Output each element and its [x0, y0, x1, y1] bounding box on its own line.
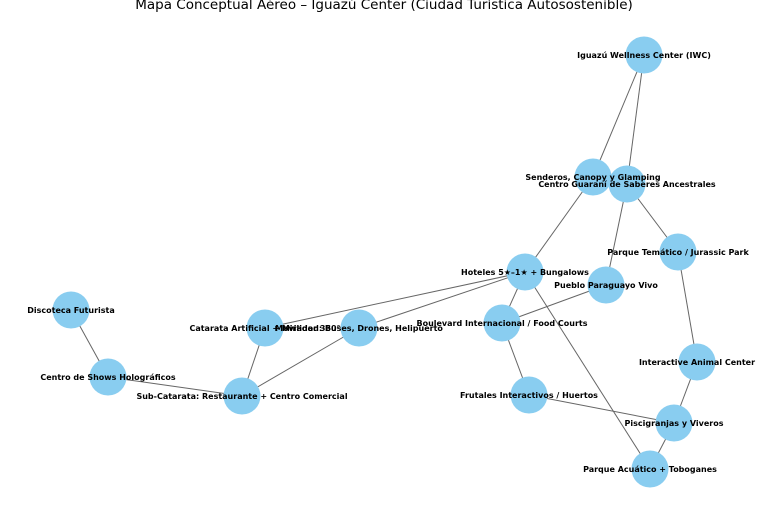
- node-label-frutales: Frutales Interactivos / Huertos: [460, 391, 598, 400]
- nodes-layer: [52, 36, 716, 488]
- node-label-movilidad: Movilidad: Buses, Drones, Helipuerto: [275, 324, 443, 333]
- edges-layer: [70, 54, 698, 470]
- node-movilidad: [340, 309, 378, 347]
- node-label-parque-tematico: Parque Temático / Jurassic Park: [607, 248, 749, 257]
- edge-iwc-guarani: [626, 54, 645, 185]
- node-boulevard: [483, 304, 521, 342]
- node-iwc: [625, 36, 663, 74]
- node-acuatico: [631, 450, 669, 488]
- node-label-pueblo: Pueblo Paraguayo Vivo: [554, 281, 658, 290]
- edge-shows-subcatarata: [107, 376, 243, 397]
- node-label-hoteles: Hoteles 5★–1★ + Bungalows: [461, 268, 589, 277]
- node-label-shows: Centro de Shows Holográficos: [40, 373, 176, 382]
- edge-hoteles-catarata: [264, 271, 526, 329]
- node-label-boulevard: Boulevard Internacional / Food Courts: [416, 319, 587, 328]
- node-guarani: [608, 165, 646, 203]
- node-catarata: [246, 309, 284, 347]
- node-hoteles: [506, 253, 544, 291]
- node-pueblo: [587, 266, 625, 304]
- edge-iwc-senderos: [592, 54, 645, 178]
- node-label-acuatico: Parque Acuático + Toboganes: [583, 465, 717, 474]
- node-label-piscigranjas: Piscigranjas y Viveros: [625, 419, 724, 428]
- edge-senderos-hoteles: [524, 176, 594, 273]
- edge-frutales-piscigranjas: [528, 394, 675, 424]
- node-subcatarata: [223, 377, 261, 415]
- node-senderos: [574, 158, 612, 196]
- node-label-senderos: Senderos, Canopy y Glamping: [525, 173, 660, 182]
- node-label-animal: Interactive Animal Center: [639, 358, 755, 367]
- node-shows: [89, 358, 127, 396]
- node-label-guarani: Centro Guaraní de Saberes Ancestrales: [538, 180, 716, 189]
- node-animal: [678, 343, 716, 381]
- node-label-subcatarata: Sub-Catarata: Restaurante + Centro Comer…: [136, 392, 347, 401]
- edge-hoteles-movilidad: [358, 271, 526, 329]
- node-piscigranjas: [655, 404, 693, 442]
- node-parque-tematico: [659, 233, 697, 271]
- diagram-title: Mapa Conceptual Aéreo – Iguazú Center (C…: [135, 0, 633, 13]
- edge-parque_tematico-animal: [677, 251, 698, 363]
- node-label-iwc: Iguazú Wellness Center (IWC): [577, 51, 711, 60]
- node-discoteca: [52, 291, 90, 329]
- node-frutales: [510, 376, 548, 414]
- node-label-catarata: Catarata Artificial + Mirador 360°: [189, 324, 340, 333]
- edge-movilidad-subcatarata: [241, 327, 360, 397]
- edge-hoteles-acuatico: [524, 271, 651, 470]
- labels-layer: Iguazú Wellness Center (IWC) Senderos, Ca…: [27, 51, 755, 474]
- node-label-discoteca: Discoteca Futurista: [27, 306, 115, 315]
